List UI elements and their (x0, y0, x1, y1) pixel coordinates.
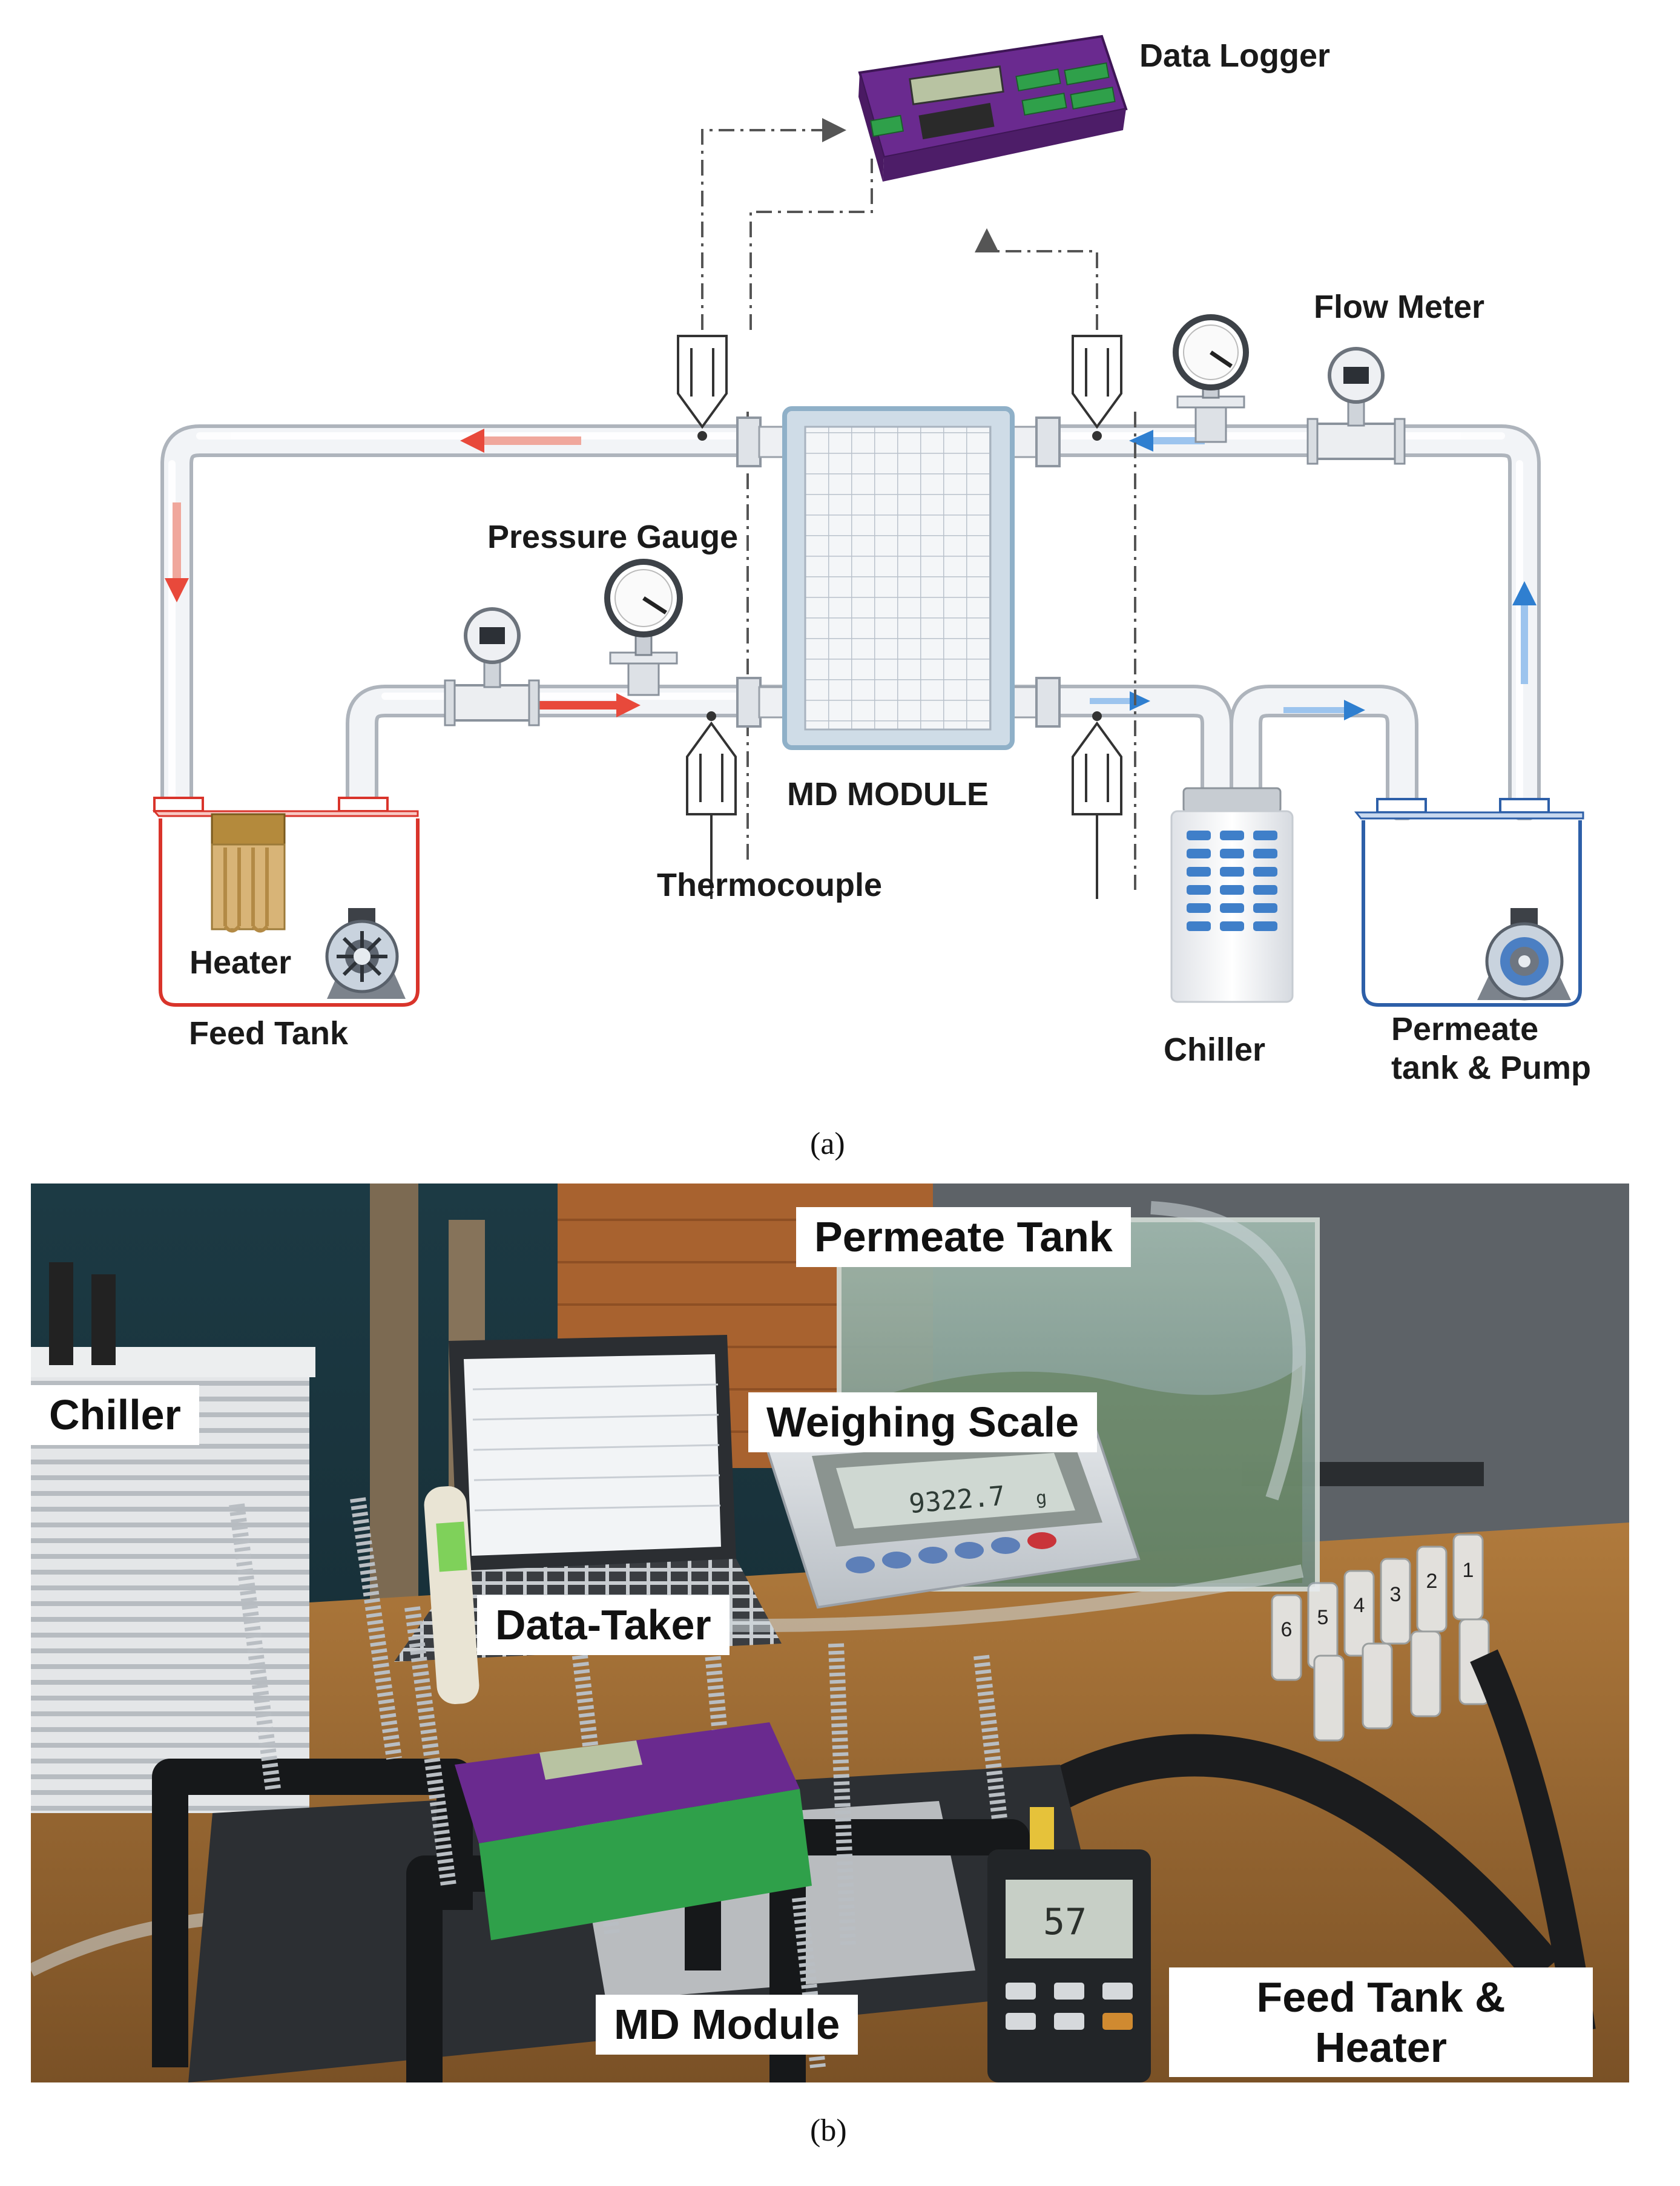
caption-a: (a) (810, 1127, 845, 1161)
photo-label-md-module: MD Module (596, 1995, 858, 2055)
label-data-logger: Data Logger (1139, 38, 1330, 74)
permeate-pump (1477, 908, 1571, 1001)
photo-scene: 9322.7 g (31, 1184, 1629, 2082)
vial-label: 6 (1281, 1618, 1293, 1641)
label-permeate-line1: Permeate (1391, 1011, 1538, 1047)
label-flow-meter: Flow Meter (1314, 289, 1484, 325)
process-schematic: Data Logger Flow Meter Pressure Gauge MD… (152, 35, 1591, 1086)
schematic-labels: Data Logger Flow Meter Pressure Gauge MD… (189, 38, 1591, 1086)
heater-element (211, 813, 286, 933)
photo-label-feed-tank-heater: Feed Tank & Heater (1169, 1967, 1593, 2078)
label-permeate-line2: tank & Pump (1391, 1050, 1591, 1086)
scale-unit: g (1035, 1487, 1048, 1509)
flow-meter-permeate (1306, 347, 1406, 465)
pressure-gauge-permeate (1173, 314, 1249, 443)
signal-wiring (701, 118, 1136, 890)
label-chiller: Chiller (1164, 1032, 1265, 1068)
thermocouple-probes (677, 335, 1122, 899)
chiller-unit (1170, 787, 1294, 1003)
vial-label: 5 (1317, 1606, 1329, 1629)
photo-label-chiller: Chiller (31, 1385, 199, 1445)
experimental-setup-photo: 9322.7 g (31, 1184, 1629, 2082)
cold-stream-arrows (1090, 430, 1537, 720)
photo-label-permeate-tank: Permeate Tank (796, 1207, 1131, 1267)
label-thermocouple: Thermocouple (657, 867, 882, 903)
vial-label: 2 (1426, 1570, 1438, 1593)
pressure-gauge-feed (604, 559, 683, 696)
label-pressure-gauge: Pressure Gauge (487, 519, 738, 555)
caption-b: (b) (810, 2113, 847, 2148)
feed-tank (152, 797, 420, 1007)
vial-label: 1 (1463, 1559, 1474, 1582)
label-md-module: MD MODULE (787, 776, 989, 812)
data-logger (858, 35, 1128, 182)
thermometer-readout: 57 (1043, 1901, 1087, 1943)
vial-label: 4 (1354, 1594, 1365, 1617)
label-feed-tank: Feed Tank (189, 1015, 349, 1052)
photo-label-feed-line2: Heater (1315, 2023, 1447, 2071)
flow-meter-feed (444, 607, 540, 726)
md-module (736, 406, 1061, 750)
photo-label-weighing-scale: Weighing Scale (748, 1392, 1098, 1452)
feed-pump (325, 908, 406, 999)
label-heater: Heater (189, 944, 291, 981)
vial-label: 3 (1390, 1583, 1402, 1606)
permeate-tank (1354, 798, 1584, 1007)
photo-label-data-taker: Data-Taker (477, 1595, 730, 1655)
photo-label-feed-line1: Feed Tank & (1256, 1974, 1506, 2021)
